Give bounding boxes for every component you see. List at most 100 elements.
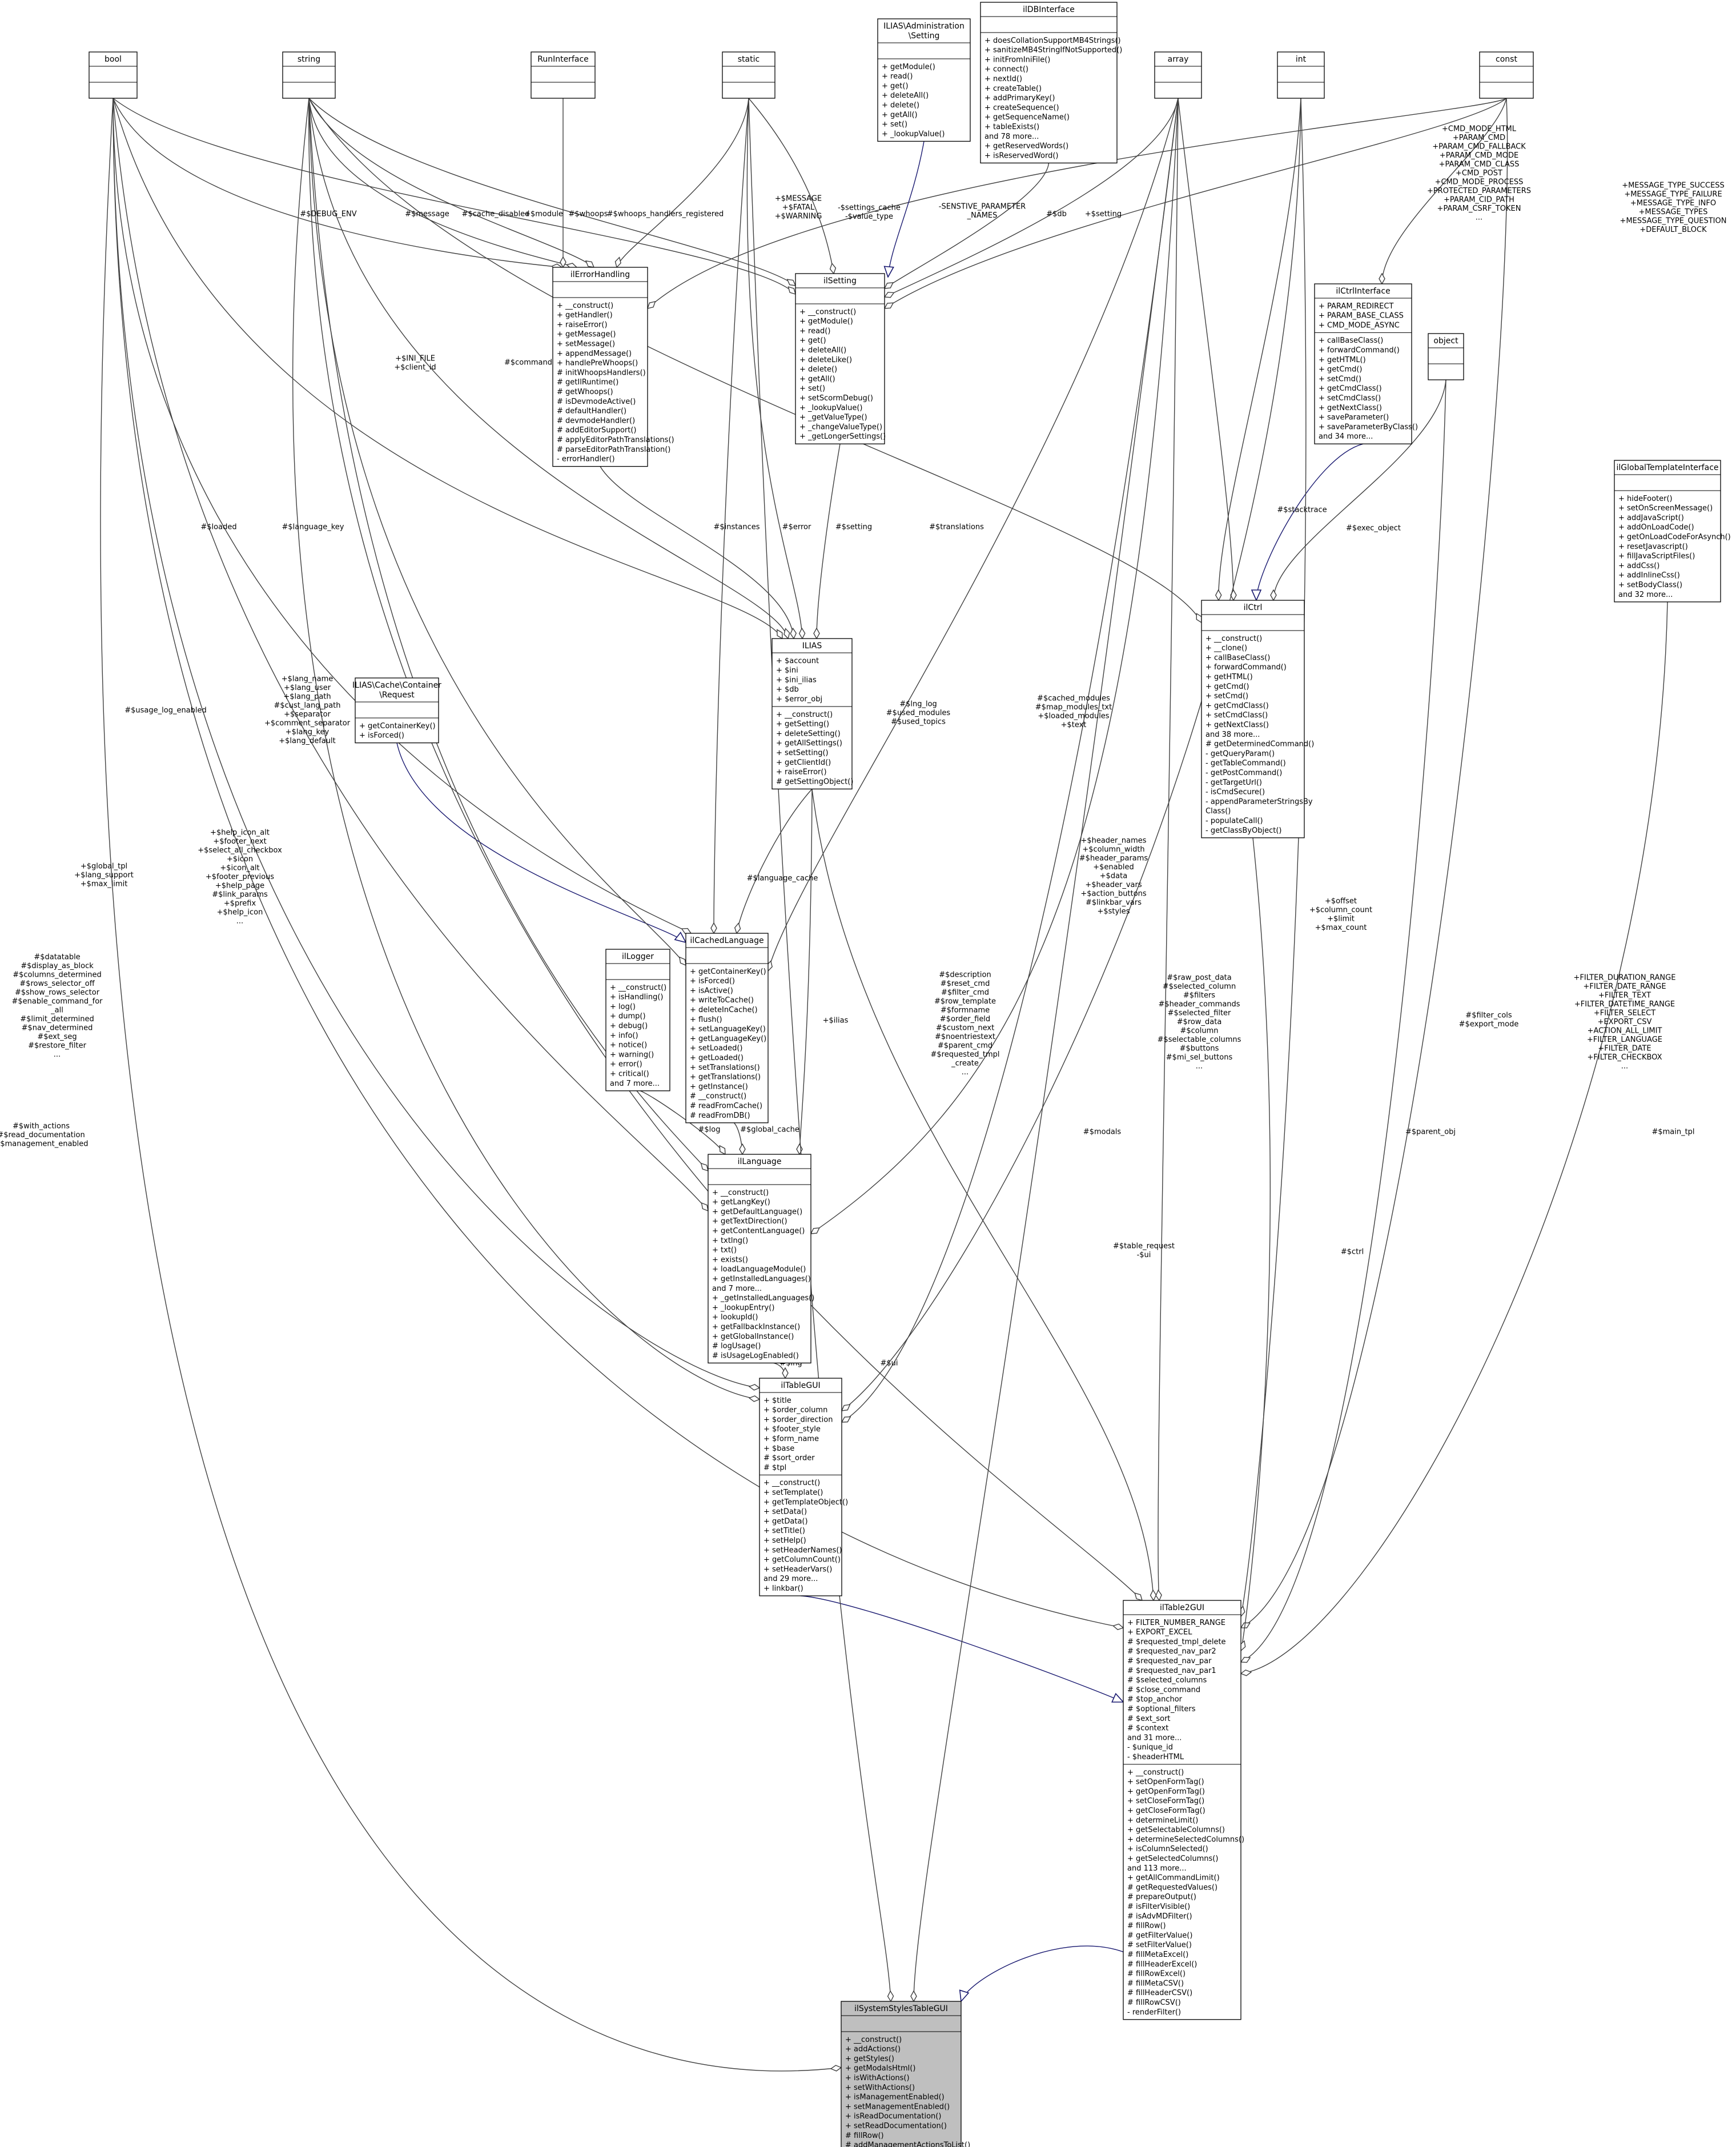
class-method: and 78 more... xyxy=(984,133,1039,141)
association-edge xyxy=(308,98,1142,1600)
class-method: # parseEditorPathTranslation() xyxy=(557,446,670,454)
class-method: # fillHeaderCSV() xyxy=(1127,1989,1192,1997)
edge-label-line: #$loaded xyxy=(200,523,236,532)
class-ilctrlinterface[interactable]: ilCtrlInterface + PARAM_REDIRECT+ PARAM_B… xyxy=(1314,283,1418,444)
edge-label-line: #$usage_log_enabled xyxy=(124,707,207,715)
association-edge xyxy=(817,444,841,639)
edge-label-line: #$log xyxy=(698,1126,721,1134)
class-attribute: # $top_anchor xyxy=(1127,1695,1183,1704)
edge-label-line: #$buttons xyxy=(1180,1045,1219,1053)
class-ilcachedlanguage[interactable]: ilCachedLanguage+ getContainerKey()+ isF… xyxy=(685,933,769,1123)
class-title: ilCtrlInterface xyxy=(1336,287,1390,296)
class-method: # __construct() xyxy=(690,1092,746,1101)
class-method: + getHandler() xyxy=(557,311,613,320)
association-edge xyxy=(885,98,1507,308)
class-string[interactable]: string xyxy=(282,51,336,99)
class-attribute: # $requested_tmpl_delete xyxy=(1127,1638,1226,1646)
association-edge xyxy=(112,98,795,294)
class-attribute: + PARAM_BASE_CLASS xyxy=(1319,312,1404,320)
association-edge xyxy=(811,789,1154,1600)
edge-label-line: +$text xyxy=(1061,721,1087,729)
class-admin_setting[interactable]: ILIAS\Administration\Setting+ getModule(… xyxy=(877,18,971,142)
edge-label-line: +$max_count xyxy=(1315,924,1367,932)
class-method: + getSetting() xyxy=(776,720,829,729)
edge-label-line: #$language_key xyxy=(282,523,344,532)
edge-label-line: #$DEBUG_ENV xyxy=(300,210,356,219)
class-method: + setBodyClass() xyxy=(1618,581,1682,589)
class-box xyxy=(771,638,853,790)
class-method: + getOnLoadCodeForAsynch() xyxy=(1618,533,1731,541)
edge-label-l_ini_file: +$INI_FILE+$client_id xyxy=(394,355,436,372)
class-method: + __construct() xyxy=(776,711,833,719)
edge-label-line: +FILTER_SELECT xyxy=(1594,1009,1655,1018)
class-method: + loadLanguageModule() xyxy=(712,1265,806,1274)
edge-label-line: #$ui xyxy=(880,1359,898,1368)
class-method: + deleteLike() xyxy=(799,356,852,364)
inheritance-edge xyxy=(888,141,925,277)
edge-label-line: +EXPORT_CSV xyxy=(1598,1018,1652,1026)
edge-label-line: #$description xyxy=(939,971,991,980)
class-array[interactable]: array xyxy=(1154,51,1202,99)
edge-label-l_language_key: #$language_key xyxy=(282,523,344,532)
edge-label-line: #$filter_cols xyxy=(1465,1012,1512,1020)
edge-label-line: #$whoops_handlers_registered xyxy=(607,210,724,219)
class-title: bool xyxy=(105,55,122,64)
class-illanguage[interactable]: ilLanguage+ __construct()+ getLangKey()+… xyxy=(708,1154,814,1364)
edge-label-l_stacktrace: #$stacktrace xyxy=(1277,506,1327,515)
edge-label-l_instances: #$instances xyxy=(713,523,760,532)
class-method: - isCmdSecure() xyxy=(1205,788,1265,797)
class-ilsetting[interactable]: ilSetting+ __construct()+ getModule()+ r… xyxy=(795,273,886,444)
class-ilias[interactable]: ILIAS+ $account+ $ini+ $ini_ilias+ $db+ … xyxy=(771,638,853,790)
class-attribute: + $error_obj xyxy=(776,695,822,704)
class-ilsystemstyles[interactable]: ilSystemStylesTableGUI+ __construct()+ a… xyxy=(841,2001,970,2147)
class-iltable2gui[interactable]: ilTable2GUI+ FILTER_NUMBER_RANGE+ EXPORT… xyxy=(1123,1600,1244,2020)
edge-label-line: #$read_documentation xyxy=(0,1131,85,1139)
association-edge xyxy=(1219,98,1301,600)
class-attribute: + $db xyxy=(776,685,799,694)
edge-label-line: +$client_id xyxy=(394,363,436,372)
class-method: + delete() xyxy=(882,101,919,110)
edge-label-line: #$nav_determined xyxy=(22,1024,93,1033)
class-method: - getTableCommand() xyxy=(1205,759,1286,768)
edge-label-line: +CMD_MODE_HTML xyxy=(1442,125,1517,134)
edge-label-l_command: #$command xyxy=(504,359,552,367)
class-title: ILIAS\Cache\Container xyxy=(352,681,441,690)
class-ildbinterface[interactable]: ilDBInterface+ doesCollationSupportMB4St… xyxy=(980,2,1122,164)
edge-label-line: +$ilias xyxy=(823,1017,849,1025)
class-method: # initWhoopsHandlers() xyxy=(557,368,646,377)
class-method: + sanitizeMB4StringIfNotSupported() xyxy=(984,46,1122,55)
class-iltablegui[interactable]: ilTableGUI+ $title+ $order_column+ $orde… xyxy=(759,1378,848,1596)
association-edge xyxy=(1273,379,1446,600)
association-edge xyxy=(292,98,760,1399)
class-method: + _getLongerSettings() xyxy=(799,432,886,441)
class-illogger[interactable]: ilLogger+ __construct()+ isHandling()+ l… xyxy=(605,949,670,1091)
class-title: RunInterface xyxy=(537,55,589,64)
class-method: + fillJavaScriptFiles() xyxy=(1618,552,1695,561)
edge-label-line: +PARAM_CMD_FALLBACK xyxy=(1432,143,1526,151)
class-bool[interactable]: bool xyxy=(89,51,138,99)
class-runinterface[interactable]: RunInterface xyxy=(531,51,596,99)
class-ilctrl[interactable]: ilCtrl+ __construct()+ __clone()+ callBa… xyxy=(1201,600,1314,838)
class-attribute: + PARAM_REDIRECT xyxy=(1319,302,1393,311)
class-const[interactable]: const xyxy=(1479,51,1534,99)
edge-label-l_log: #$log xyxy=(698,1126,721,1134)
edge-label-line: +PARAM_CID_PATH xyxy=(1444,196,1514,204)
class-static[interactable]: static xyxy=(722,51,775,99)
edge-label-line: #$ext_seg xyxy=(37,1033,77,1041)
edge-label-line: +PROTECTED_PARAMETERS xyxy=(1427,187,1531,195)
class-attribute: # $requested_nav_par1 xyxy=(1127,1667,1216,1675)
edge-label-line: +MESSAGE_TYPE_QUESTION xyxy=(1620,217,1727,226)
edge-label-line: +$select_all_checkbox xyxy=(198,846,282,855)
class-ilglobaltemplate[interactable]: ilGlobalTemplateInterface+ hideFooter()+… xyxy=(1614,460,1731,603)
edge-label-line: +$footer_previous xyxy=(206,873,274,881)
edge-label-line: _NAMES xyxy=(967,211,998,220)
edge-label-line: #$export_mode xyxy=(1459,1020,1519,1029)
class-method: # getFilterValue() xyxy=(1127,1931,1192,1940)
edge-label-l_with_actions: #$with_actions#$read_documentation#$mana… xyxy=(0,1122,89,1149)
class-method: # fillRow() xyxy=(845,2132,884,2140)
class-cache_request[interactable]: ILIAS\Cache\Container\Request+ getContai… xyxy=(352,677,441,744)
edge-label-line: +FILTER_DATE xyxy=(1598,1045,1651,1053)
class-ilerrorhandling[interactable]: ilErrorHandling+ __construct()+ getHandl… xyxy=(552,267,674,467)
class-int[interactable]: int xyxy=(1277,51,1325,99)
class-object[interactable]: object xyxy=(1428,333,1464,380)
